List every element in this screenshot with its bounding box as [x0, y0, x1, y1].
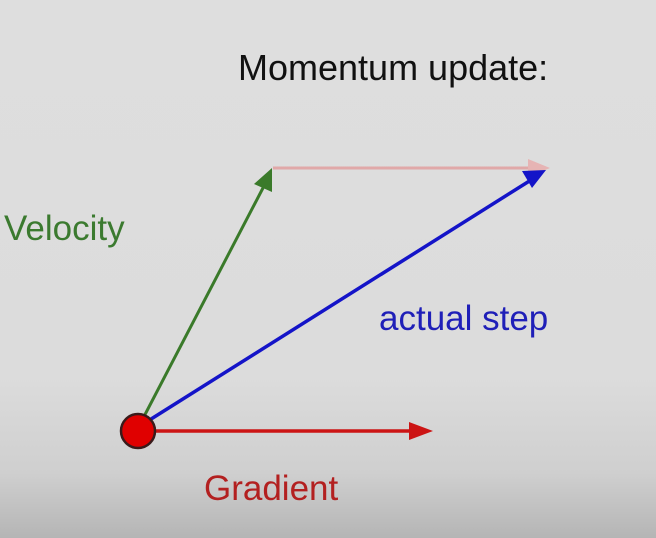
actual-step-arrowhead [522, 170, 546, 188]
velocity-label: Velocity [4, 209, 125, 248]
actual-step-arrow-shaft [139, 178, 532, 428]
gradient-label: Gradient [204, 469, 339, 508]
velocity-arrowhead [254, 168, 272, 192]
origin-point [119, 412, 157, 450]
velocity-arrow-shaft [136, 185, 266, 429]
actual-step-label: actual step [379, 299, 549, 338]
gradient-arrowhead [409, 422, 433, 440]
slide-title: Momentum update: [238, 47, 549, 88]
